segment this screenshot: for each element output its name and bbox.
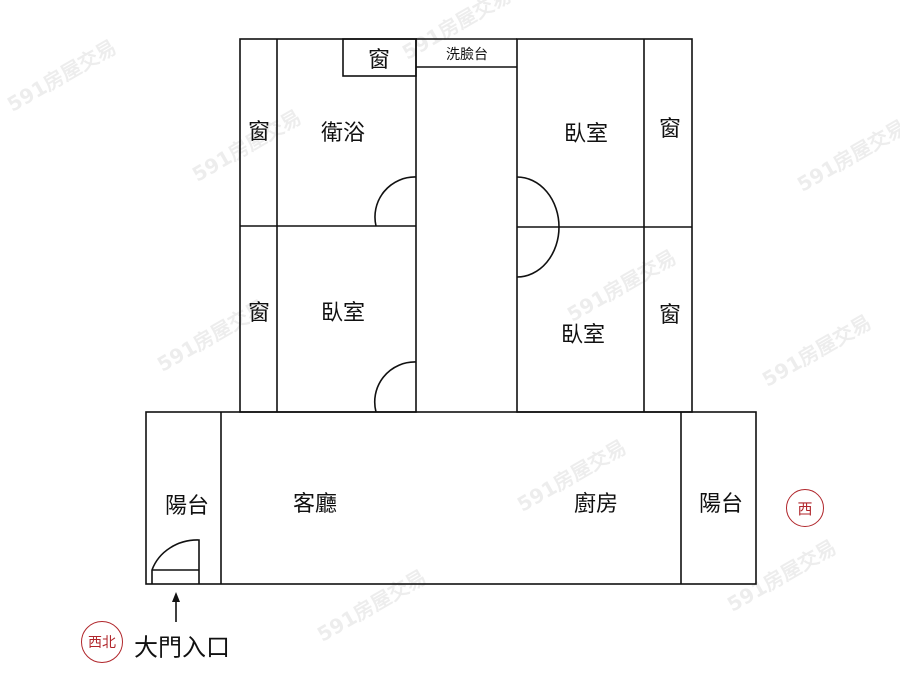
- label-window-left-bedroom: 窗: [247, 301, 271, 326]
- label-window-mid-right: 窗: [658, 303, 682, 328]
- label-kitchen: 廚房: [573, 492, 619, 517]
- label-window-left-bath: 窗: [247, 120, 271, 145]
- label-bedroom-top-right: 臥室: [563, 122, 609, 147]
- label-washbasin: 洗臉台: [446, 47, 488, 63]
- entrance-door-swing: [151, 539, 200, 584]
- compass-northwest-text: 西北: [88, 635, 116, 651]
- bedrooms-right-door-swing: [516, 176, 560, 278]
- label-bedroom-mid-right: 臥室: [560, 323, 606, 348]
- entrance-arrow-icon: [172, 592, 180, 602]
- label-window-top-right: 窗: [658, 117, 682, 142]
- bath-top-window-box: [342, 38, 417, 77]
- label-balcony-right: 陽台: [698, 492, 744, 517]
- compass-west: 西: [786, 489, 824, 527]
- label-bedroom-left: 臥室: [320, 301, 366, 326]
- main-living-outline: [145, 411, 757, 585]
- bathroom-door-swing: [374, 176, 417, 227]
- label-main-entrance: 大門入口: [134, 633, 230, 662]
- compass-northwest: 西北: [81, 621, 123, 663]
- bedroom-left-door-swing: [373, 361, 417, 413]
- label-window-top-bath: 窗: [367, 48, 391, 73]
- label-balcony-left: 陽台: [164, 494, 210, 519]
- label-living-room: 客廳: [292, 492, 338, 517]
- label-bathroom: 衛浴: [320, 121, 366, 146]
- compass-west-text: 西: [797, 499, 813, 518]
- right-wing-outline: [516, 38, 693, 413]
